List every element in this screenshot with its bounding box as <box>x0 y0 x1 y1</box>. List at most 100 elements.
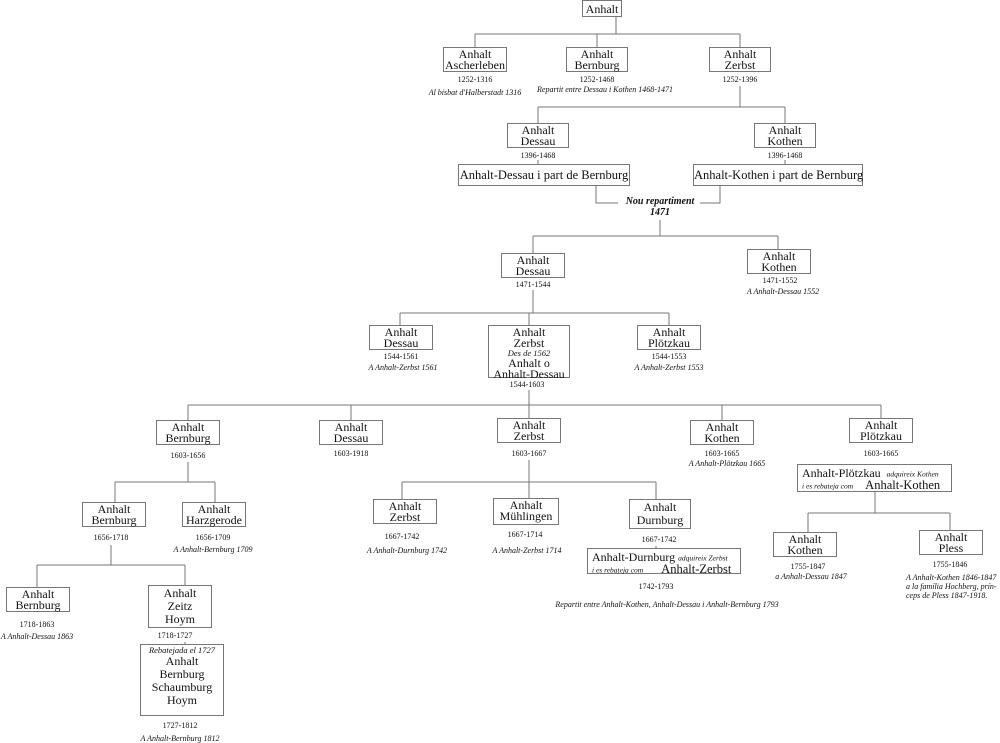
merge-note: adquireix Kothen <box>886 469 939 479</box>
node-label-line2: Zeitz <box>167 599 193 613</box>
node-label-line1: Anhalt <box>197 502 231 516</box>
node-anhalt-kothen-part-bernburg: Anhalt-Kothen i part de Bernburg <box>693 164 863 186</box>
years-zerbst-1667: 1667-1742 <box>384 532 420 541</box>
note-pless-line3: ceps de Pless 1847-1918. <box>906 591 988 600</box>
node-anhalt-zeitz-hoym: Anhalt Zeitz Hoym <box>148 585 212 628</box>
node-label-line1: Anhalt <box>934 530 968 544</box>
node-label-line1: Anhalt <box>864 418 898 432</box>
years-durnburg: 1667-1742 <box>641 535 677 544</box>
node-anhalt-kothen-1471: Anhalt Kothen <box>747 249 811 274</box>
node-anhalt-root: Anhalt <box>582 0 622 17</box>
node-anhalt-zerbst-1252: Anhalt Zerbst <box>709 47 771 72</box>
years-kothen-1471: 1471-1552 <box>762 276 798 285</box>
years-plotzkau-1544: 1544-1553 <box>651 352 687 361</box>
node-label-line1: Anhalt <box>768 123 802 137</box>
years-bernburg-1603: 1603-1656 <box>170 451 206 460</box>
note-dessau-1544: A Anhalt-Zerbst 1561 <box>368 363 438 372</box>
note-kothen-1471: A Anhalt-Dessau 1552 <box>746 287 820 296</box>
years-dessau-1396: 1396-1468 <box>520 151 556 160</box>
node-label-line2: Mühlingen <box>499 509 553 523</box>
node-label-line2: Zerbst <box>513 429 545 443</box>
node-anhalt-dessau-1471: Anhalt Dessau <box>501 253 565 278</box>
merge-name: Anhalt-Durnburg <box>592 550 676 564</box>
node-anhalt-plotzkau-1544: Anhalt Plötzkau <box>637 325 701 350</box>
node-anhalt-zerbst-1603: Anhalt Zerbst <box>497 418 561 443</box>
node-label-line2: Plötzkau <box>648 336 690 350</box>
node-anhalt-dessau-1603: Anhalt Dessau <box>319 420 383 445</box>
node-label-line2: Zerbst <box>724 58 756 72</box>
years-ascherleben: 1252-1316 <box>457 75 493 84</box>
note-harzgerode: A Anhalt-Bernburg 1709 <box>173 545 253 554</box>
node-label-line1: Anhalt <box>512 325 546 339</box>
note-schaumburg: A Anhalt-Bernburg 1812 <box>140 734 220 743</box>
years-kothen-1396: 1396-1468 <box>767 151 803 160</box>
node-label-line2: Harzgerode <box>186 513 242 527</box>
merge-note-2: i es rebateja com <box>802 481 854 491</box>
node-label-line2: Bernburg <box>159 667 205 681</box>
node-label-line1: Anhalt <box>762 249 796 263</box>
years-bernburg-1252: 1252-1468 <box>579 75 615 84</box>
node-label-line1: Anhalt <box>652 325 686 339</box>
node-label-line2: Kothen <box>787 543 823 557</box>
node-label-line2: Kothen <box>767 134 803 148</box>
node-anhalt-plotzkau-1603: Anhalt Plötzkau <box>849 418 913 443</box>
years-schaumburg: 1727-1812 <box>162 721 198 730</box>
merge-newname: Anhalt-Zerbst <box>661 562 732 576</box>
node-label-line2: Plötzkau <box>860 429 902 443</box>
node-label-line1: Anhalt <box>516 253 550 267</box>
years-dessau-1603: 1603-1918 <box>333 449 369 458</box>
node-label-line2: Kothen <box>761 260 797 274</box>
years-zerbst-1603: 1603-1667 <box>511 449 547 458</box>
node-label-line1: Anhalt <box>334 420 368 434</box>
node-label-line1: Anhalt <box>388 499 422 513</box>
note-muhlingen: A Anhalt-Zerbst 1714 <box>492 546 562 555</box>
note-zerbst-1667: A Anhalt-Durnburg 1742 <box>366 546 448 555</box>
node-label-line2: Zerbst <box>513 336 545 350</box>
years-plotzkau-1603: 1603-1665 <box>863 449 899 458</box>
node-label-line2: Dessau <box>383 336 419 350</box>
repartition-year: 1471 <box>650 207 670 218</box>
node-label-line2: Kothen <box>704 431 740 445</box>
node-label-line2: Durnburg <box>636 513 684 527</box>
node-label-line1: Anhalt <box>580 47 614 61</box>
merge-name: Anhalt-Plötzkau <box>802 466 881 480</box>
node-label-line1: Anhalt <box>788 532 822 546</box>
node-label-line1: Anhalt <box>171 420 205 434</box>
node-label-line4: Hoym <box>167 693 197 707</box>
node-anhalt-bernburg-1718: Anhalt Bernburg <box>6 587 70 612</box>
node-anhalt-muhlingen: Anhalt Mühlingen <box>493 498 559 525</box>
node-label-line2: Ascherleben <box>445 58 505 72</box>
node-label-line1: Anhalt <box>165 654 199 668</box>
node-label-line1: Anhalt <box>97 502 131 516</box>
node-anhalt-pless: Anhalt Pless <box>919 530 983 555</box>
node-label-line1: Anhalt <box>163 586 197 600</box>
merge-note: adquireix Zerbst <box>678 553 728 563</box>
node-label-line2: Pless <box>938 541 964 555</box>
node-label-line2: Bernburg <box>165 431 211 445</box>
node-anhalt-dessau-1396: Anhalt Dessau <box>507 123 569 148</box>
years-pless: 1755-1846 <box>932 560 968 569</box>
node-anhalt-bernburg-1252: Anhalt Bernburg <box>566 47 628 72</box>
node-anhalt-zerbst-1544: Anhalt Zerbst Des de 1562 Anhalt o Anhal… <box>488 325 570 380</box>
node-label-line1: Anhalt <box>705 420 739 434</box>
node-anhalt-bernburg-schaumburg-hoym: Rebatejada el 1727 Anhalt Bernburg Schau… <box>140 644 224 716</box>
node-anhalt-zerbst-1667: Anhalt Zerbst <box>373 499 437 524</box>
node-anhalt-kothen-1603: Anhalt Kothen <box>690 420 754 445</box>
node-anhalt-ascherleben: Anhalt Ascherleben <box>443 47 507 72</box>
node-anhalt-bernburg-1656: Anhalt Bernburg <box>82 502 146 527</box>
node-label-line2: Bernburg <box>15 598 61 612</box>
node-label-line1: Anhalt <box>458 47 492 61</box>
node-anhalt-dessau-1544: Anhalt Dessau <box>369 325 433 350</box>
years-muhlingen: 1667-1714 <box>507 530 543 539</box>
years-bernburg-1718: 1718-1863 <box>19 620 55 629</box>
note-ascherleben: Al bisbat d'Halberstadt 1316 <box>428 88 522 97</box>
merge-note-2: i es rebateja com <box>592 565 644 575</box>
node-anhalt-kothen-1396: Anhalt Kothen <box>754 123 816 148</box>
node-anhalt-kothen-1755: Anhalt Kothen <box>773 532 837 557</box>
years-bernburg-1656: 1656-1718 <box>93 533 129 542</box>
note-bernburg-1252: Repartit entre Dessau i Kothen 1468-1471 <box>537 85 673 94</box>
node-label-line3: Hoym <box>165 612 195 626</box>
node-label-line1: Anhalt <box>643 500 677 514</box>
node-label-line1: Anhalt <box>512 418 546 432</box>
